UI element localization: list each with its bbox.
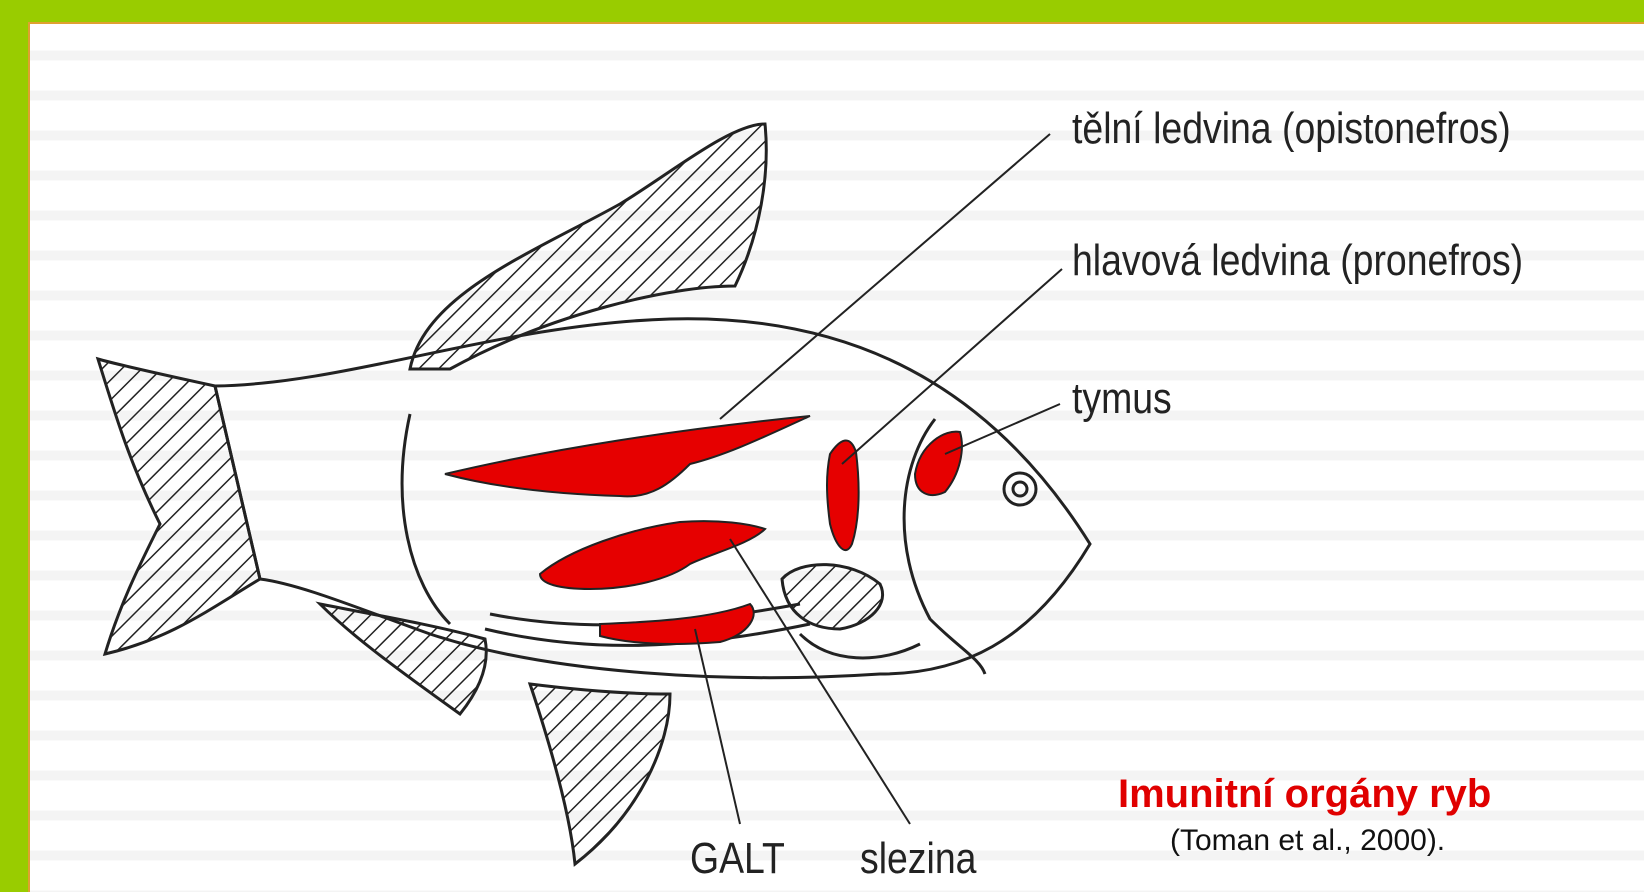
pectoral-fin <box>782 565 883 629</box>
pronephros-organ <box>827 440 859 550</box>
pelvic-fin <box>530 684 670 864</box>
label-galt: GALT <box>690 834 785 884</box>
spleen-organ <box>540 521 765 589</box>
label-opisthonephros: tělní ledvina (opistonefros) <box>1072 104 1511 154</box>
dorsal-fin <box>410 124 766 369</box>
caption-title: Imunitní orgány ryb <box>1118 772 1491 817</box>
fish-eye <box>1004 473 1036 505</box>
caption-source: (Toman et al., 2000). <box>1170 824 1445 858</box>
slide-frame: tělní ledvina (opistonefros) hlavová led… <box>28 22 1644 892</box>
opisthonephros-organ <box>445 416 810 496</box>
leader-opisthonephros <box>720 134 1050 419</box>
label-thymus: tymus <box>1072 374 1172 424</box>
leader-thymus <box>945 404 1060 454</box>
label-pronephros: hlavová ledvina (pronefros) <box>1072 236 1523 286</box>
anal-fin <box>320 604 486 714</box>
tail-fin <box>98 359 260 654</box>
fish-diagram <box>30 24 1644 892</box>
galt-organ <box>600 604 754 644</box>
leader-galt <box>695 629 740 824</box>
label-spleen: slezina <box>860 834 976 884</box>
